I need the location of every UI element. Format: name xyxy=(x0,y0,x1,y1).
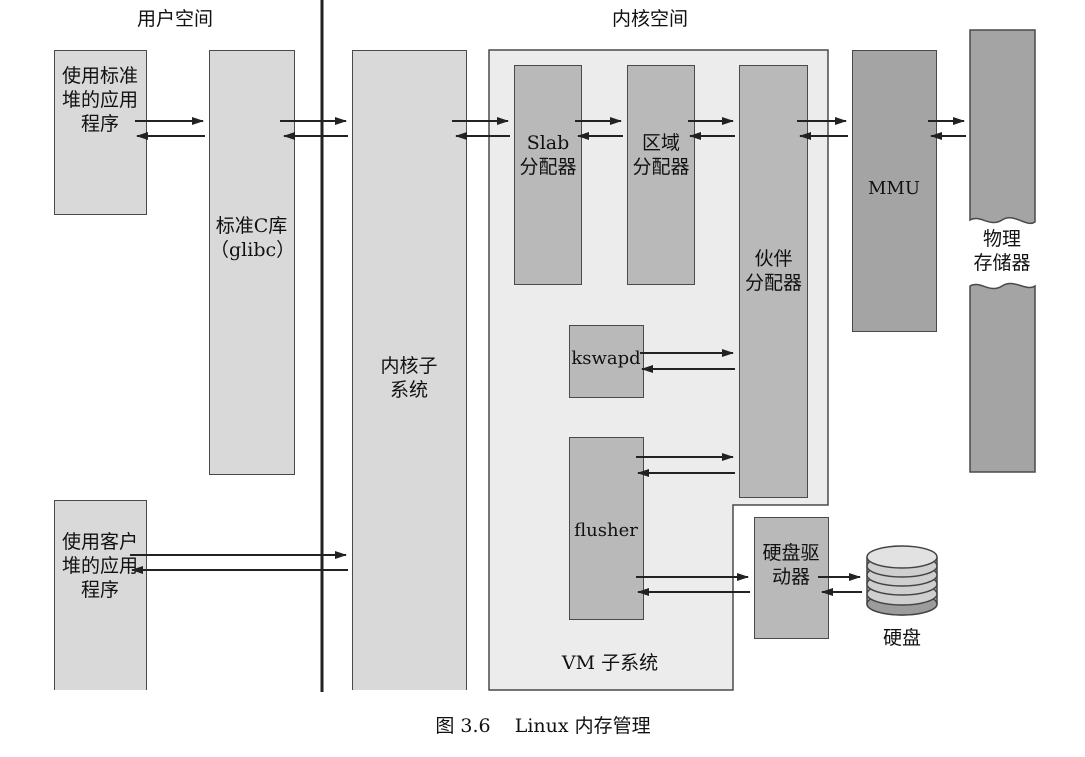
std-heap-app-box: 使用标准 堆的应用 程序 xyxy=(54,50,147,215)
kswapd-box: kswapd xyxy=(569,325,644,398)
custom-heap-app-box: 使用客户 堆的应用 程序 xyxy=(54,500,147,690)
zone-allocator-label: 区域 分配器 xyxy=(632,132,690,178)
glibc-box: 标准C库 （glibc） xyxy=(209,50,295,475)
buddy-allocator-label: 伙伴 分配器 xyxy=(744,248,802,294)
disk-driver-label: 硬盘驱 动器 xyxy=(762,542,820,588)
buddy-allocator-box: 伙伴 分配器 xyxy=(739,65,808,498)
custom-heap-app-label: 使用客户 堆的应用 程序 xyxy=(61,531,138,601)
flusher-box: flusher xyxy=(569,437,644,620)
kernel-space-heading: 内核空间 xyxy=(611,8,688,30)
glibc-label: 标准C库 （glibc） xyxy=(210,215,296,261)
physical-memory-label: 物理 存储器 xyxy=(973,228,1031,274)
slab-allocator-label: Slab 分配器 xyxy=(519,132,577,178)
disk-driver-box: 硬盘驱 动器 xyxy=(754,517,829,639)
kswapd-label: kswapd xyxy=(571,348,641,369)
mmu-box: MMU xyxy=(852,50,937,332)
disk-label: 硬盘 xyxy=(882,627,921,649)
flusher-label: flusher xyxy=(574,520,638,541)
mmu-label: MMU xyxy=(867,178,921,199)
kernel-subsystem-box: 内核子 系统 xyxy=(352,50,467,690)
slab-allocator-box: Slab 分配器 xyxy=(514,65,582,285)
kernel-subsystem-label: 内核子 系统 xyxy=(380,355,438,401)
figure-caption: 图 3.6 Linux 内存管理 xyxy=(435,715,651,737)
std-heap-app-label: 使用标准 堆的应用 程序 xyxy=(61,65,138,135)
disk-icon xyxy=(866,545,938,616)
physical-memory-column xyxy=(969,29,1036,473)
user-space-heading: 用户空间 xyxy=(136,8,213,30)
vm-subsystem-label: VM 子系统 xyxy=(561,652,659,674)
zone-allocator-box: 区域 分配器 xyxy=(627,65,695,285)
